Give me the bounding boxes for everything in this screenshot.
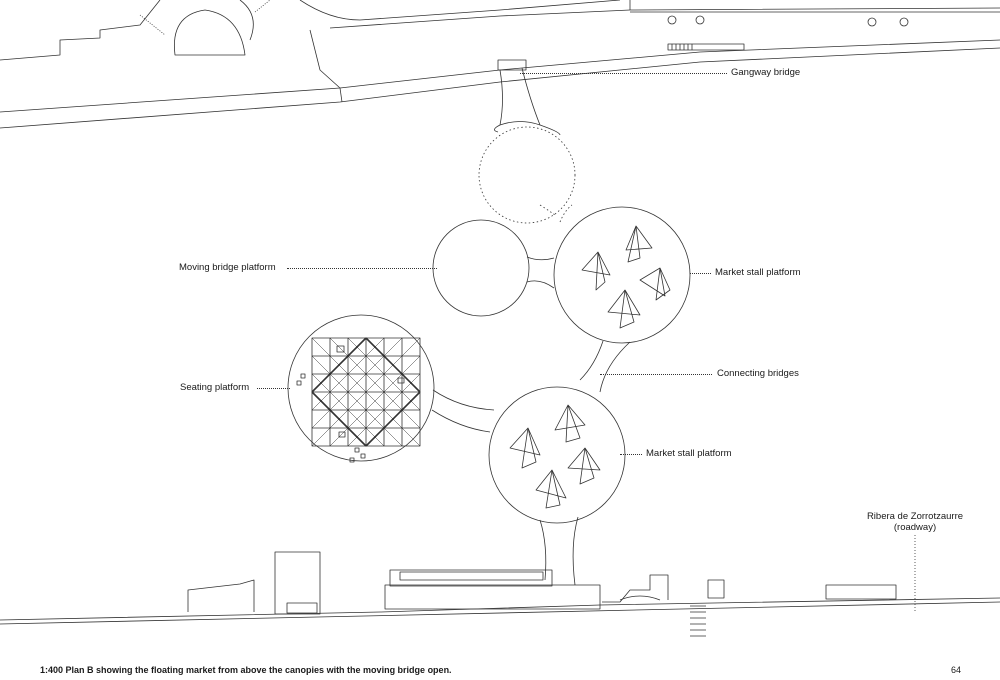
connecting-bridges-label: Connecting bridges: [717, 368, 799, 379]
moving-bridge-platform-leader: [287, 268, 437, 269]
bench-row: [667, 43, 745, 51]
seating-platform: [287, 314, 435, 462]
connecting-bridges: [431, 204, 631, 433]
seating-platform-leader: [257, 388, 290, 389]
market-stall-platform-bottom-label: Market stall platform: [646, 448, 732, 459]
south-bridge: [539, 516, 579, 586]
market-stall-platform-top: [553, 206, 691, 344]
gangway-leader: [520, 73, 727, 74]
roadway-label-line1: Ribera de Zorrotzaurre: [866, 511, 964, 522]
gangway-bridge-label: Gangway bridge: [731, 67, 801, 78]
market-stall-platform-top-label: Market stall platform: [715, 267, 801, 278]
seating-platform-label: Seating platform: [180, 382, 250, 393]
market-bottom-leader: [620, 454, 642, 455]
connecting-bridges-leader: [600, 374, 712, 375]
gangway-bridge: [494, 67, 561, 136]
north-embankment: [0, 0, 1000, 129]
market-stall-platform-bottom: [488, 386, 626, 524]
moving-bridge-ghost: [478, 126, 576, 224]
moving-bridge-platform: [432, 219, 530, 317]
roadway-label: Ribera de Zorrotzaurre (roadway): [850, 511, 980, 533]
south-quay: [0, 551, 1000, 637]
canopies-bottom: [509, 404, 601, 509]
page-number: 64: [951, 665, 962, 675]
roadway-label-line2: (roadway): [893, 522, 937, 533]
market-top-leader: [690, 273, 711, 274]
figure-caption: 1:400 Plan B showing the floating market…: [40, 665, 452, 675]
seating-grid: [296, 337, 421, 463]
canopies-top: [581, 225, 671, 329]
moving-bridge-platform-label: Moving bridge platform: [179, 262, 276, 273]
